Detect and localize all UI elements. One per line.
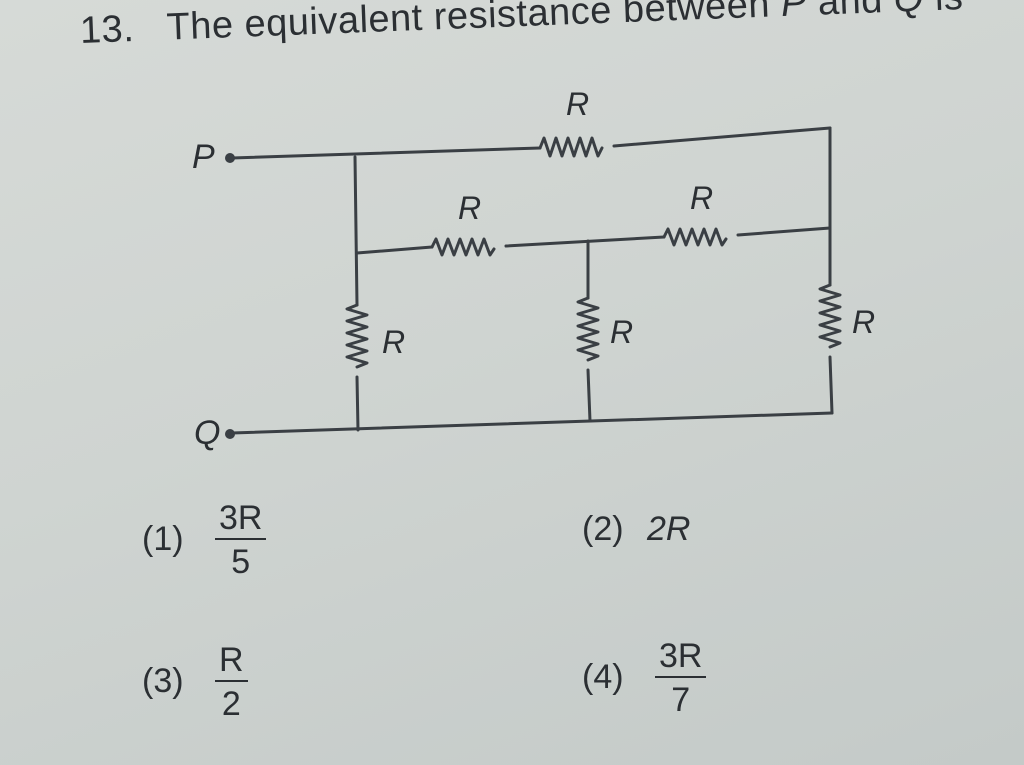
node-p-dot bbox=[225, 153, 235, 163]
option-3-fraction: R 2 bbox=[215, 640, 248, 726]
option-4-index: (4) bbox=[582, 657, 624, 696]
wire-top-right bbox=[612, 126, 832, 148]
wire-top bbox=[230, 146, 542, 160]
option-1-index: (1) bbox=[142, 519, 184, 558]
node-p-label: P bbox=[192, 138, 215, 176]
resistor-top bbox=[538, 136, 604, 158]
resistor-mid-right-label: R bbox=[690, 180, 714, 216]
option-1-fraction: 3R 5 bbox=[215, 498, 267, 584]
option-4-denominator: 7 bbox=[671, 681, 691, 719]
option-2-value: 2R bbox=[647, 510, 691, 548]
resistor-mid-right bbox=[662, 227, 728, 247]
resistor-center bbox=[576, 296, 600, 362]
wire-bottom bbox=[230, 411, 834, 435]
option-2[interactable]: (2) 2R bbox=[582, 510, 690, 549]
wire-left-lower bbox=[355, 375, 360, 432]
resistor-center-label: R bbox=[610, 314, 634, 350]
wire-center-lower bbox=[586, 368, 592, 423]
option-4-fraction: 3R 7 bbox=[655, 636, 707, 722]
option-3-index: (3) bbox=[142, 661, 184, 700]
option-2-index: (2) bbox=[582, 510, 624, 548]
resistor-right-label: R bbox=[852, 304, 876, 340]
resistor-left bbox=[345, 303, 369, 369]
option-3-numerator: R bbox=[215, 640, 248, 682]
resistor-mid-left bbox=[430, 237, 496, 257]
wire-left-upper bbox=[353, 155, 359, 307]
option-4-numerator: 3R bbox=[655, 636, 707, 678]
option-1-numerator: 3R bbox=[215, 498, 267, 540]
node-q-label: Q bbox=[194, 414, 221, 452]
option-1-denominator: 5 bbox=[231, 543, 251, 581]
option-3[interactable]: (3) R 2 bbox=[142, 640, 248, 726]
wire-mid-right bbox=[736, 226, 832, 237]
resistor-top-label: R bbox=[566, 86, 590, 122]
wire-mid-center bbox=[504, 235, 666, 248]
resistor-mid-left-label: R bbox=[458, 190, 482, 226]
node-q-dot bbox=[225, 429, 235, 439]
option-1[interactable]: (1) 3R 5 bbox=[142, 498, 267, 584]
resistor-left-label: R bbox=[382, 324, 406, 360]
resistor-right bbox=[818, 283, 842, 349]
wire-mid-left bbox=[355, 245, 434, 255]
option-3-denominator: 2 bbox=[221, 685, 241, 723]
wire-right-lower bbox=[828, 355, 834, 415]
option-4[interactable]: (4) 3R 7 bbox=[582, 636, 707, 722]
